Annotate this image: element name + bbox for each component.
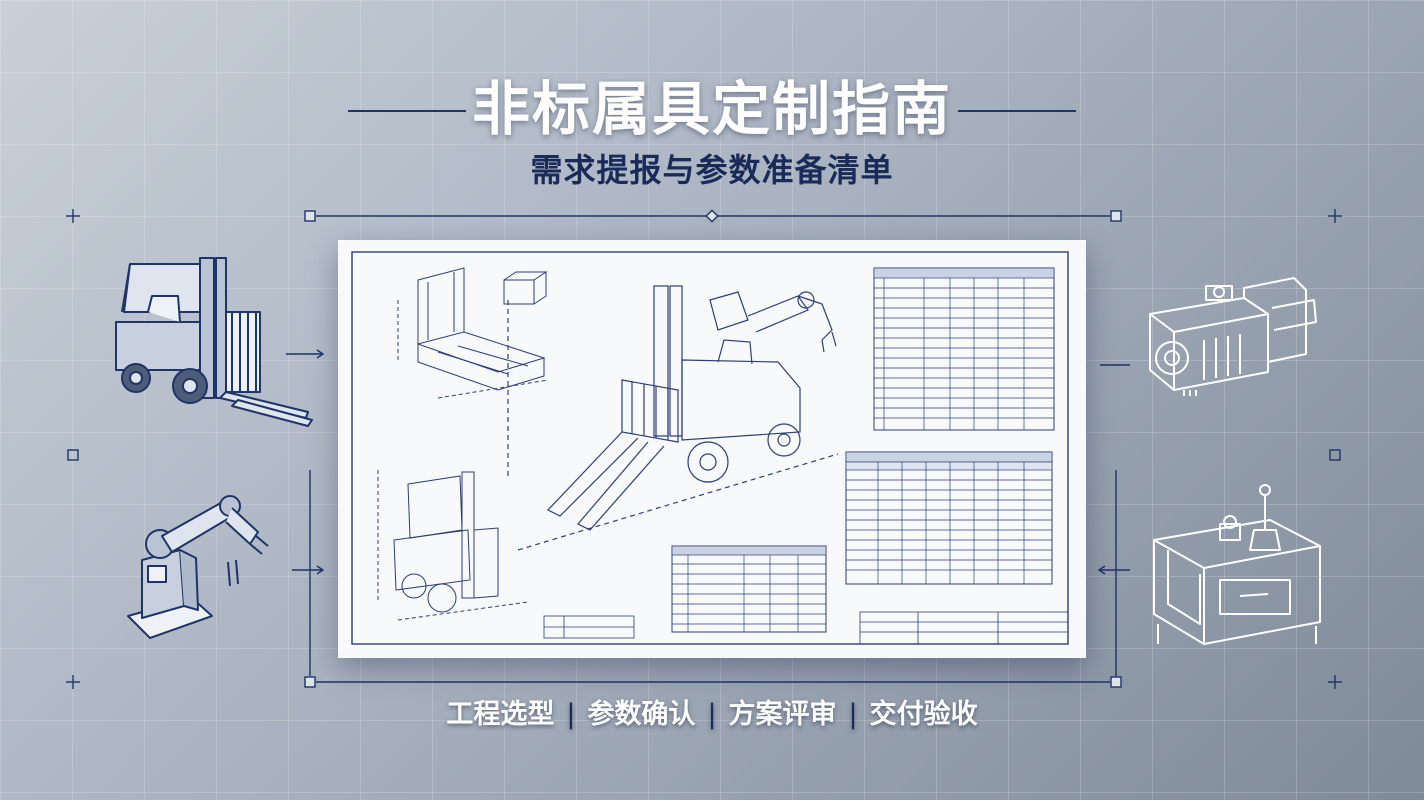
forklift-icon — [115, 257, 313, 427]
step-engineering-selection: 工程选型 — [446, 699, 555, 730]
joystick-control-icon — [1153, 484, 1321, 645]
step-separator: | — [566, 699, 576, 730]
blueprint-drawing — [351, 251, 1069, 645]
step-delivery-acceptance: 交付验收 — [869, 699, 978, 730]
page-subtitle: 需求提报与参数准备清单 — [530, 151, 894, 189]
page-title: 非标属具定制指南 — [471, 75, 952, 143]
title-rule-left — [348, 110, 466, 112]
process-steps: 工程选型 | 参数确认 | 方案评审 | 交付验收 — [0, 692, 1424, 731]
engineering-blueprint — [338, 240, 1086, 658]
motor-icon — [1149, 277, 1317, 396]
step-plan-review: 方案评审 — [728, 699, 837, 730]
robot-arm-icon — [127, 495, 269, 639]
title-rule-right — [958, 110, 1076, 112]
step-separator: | — [707, 699, 717, 730]
step-parameter-confirmation: 参数确认 — [587, 699, 696, 730]
step-separator: | — [848, 699, 858, 730]
